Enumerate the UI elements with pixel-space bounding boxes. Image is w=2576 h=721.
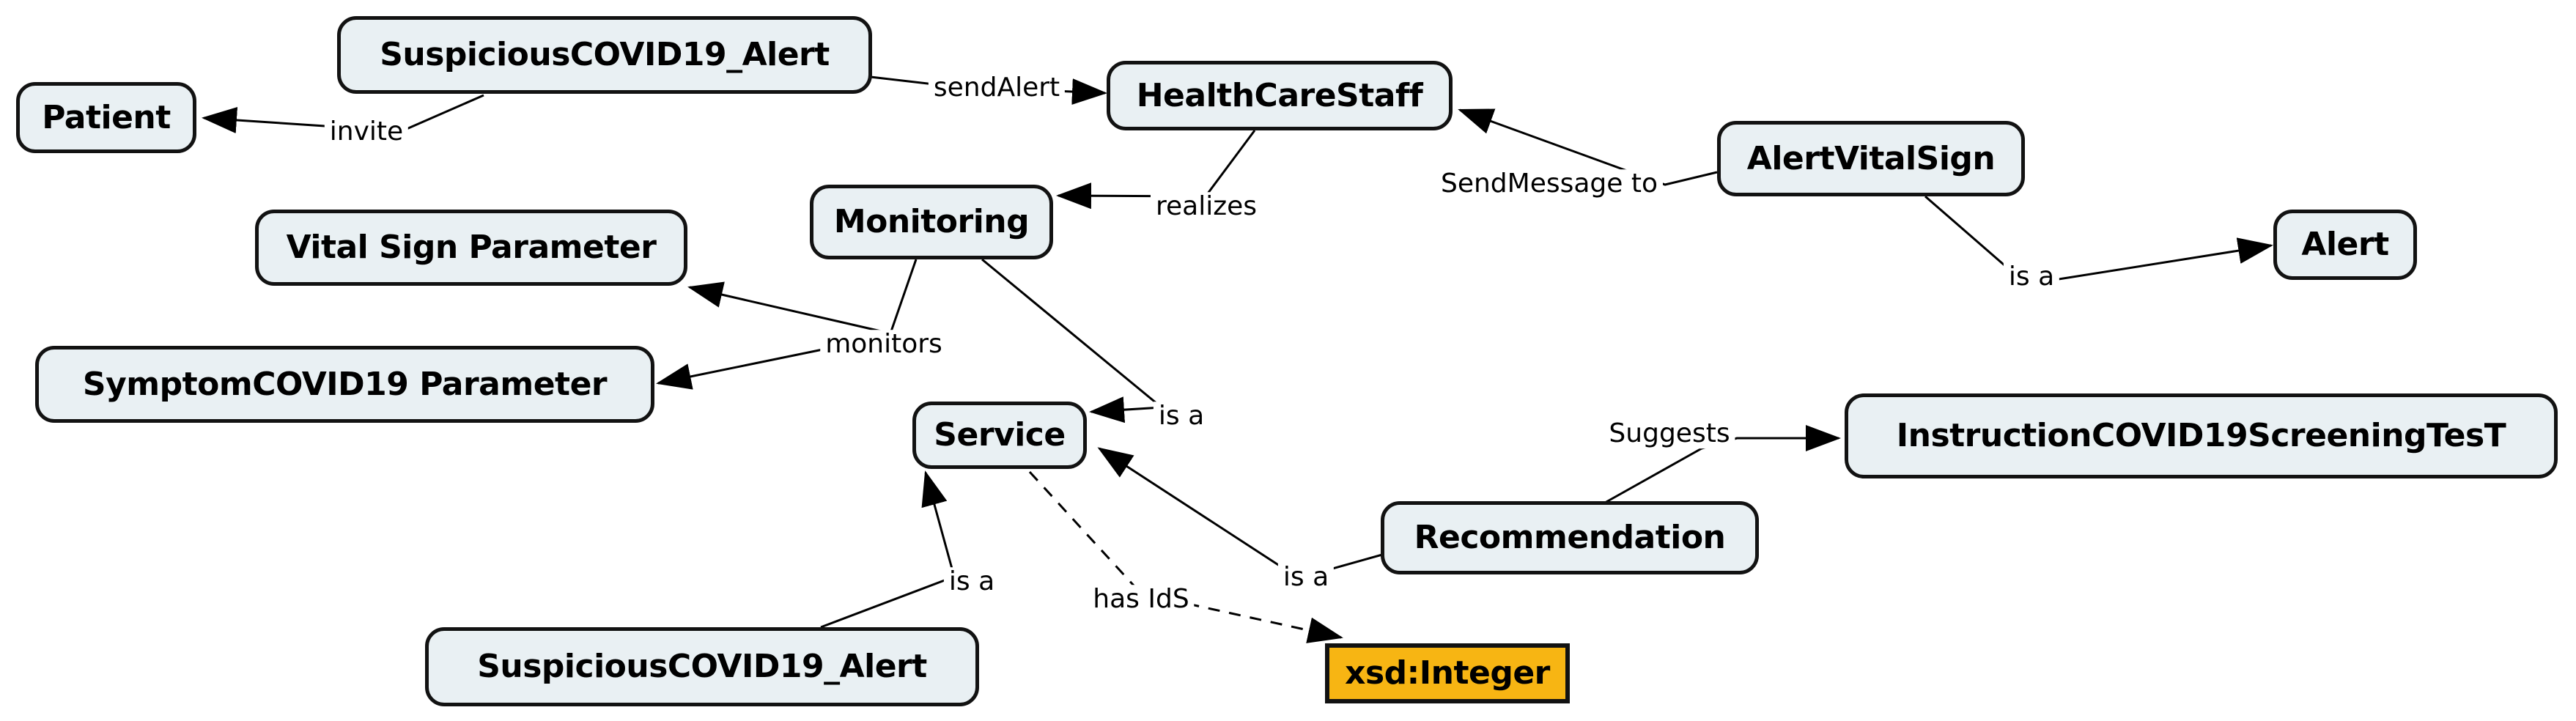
node-label-recommendation: Recommendation xyxy=(1414,519,1726,556)
node-label-xsd-integer: xsd:Integer xyxy=(1345,654,1550,692)
node-label-alertvitalsign: AlertVitalSign xyxy=(1746,139,1996,177)
edge-isa-alertvitalsign-alert xyxy=(1924,195,2273,286)
node-recommendation[interactable]: Recommendation xyxy=(1381,501,1759,574)
edge-isa-suspicious-service xyxy=(820,470,956,629)
edge-realizes xyxy=(1056,130,1256,210)
edge-label-isa-suspicious-service: is a xyxy=(943,567,1000,596)
edge-label-isa-recommendation-service: is a xyxy=(1277,563,1335,592)
edge-label-realizes: realizes xyxy=(1150,192,1263,221)
edge-monitors-stem xyxy=(889,259,918,334)
node-suspiciouscovid19-alert-bottom[interactable]: SuspiciousCOVID19_Alert xyxy=(425,627,979,706)
node-suspiciouscovid19-alert-top[interactable]: SuspiciousCOVID19_Alert xyxy=(337,16,872,94)
node-instructioncovid19screeningtest[interactable]: InstructionCOVID19ScreeningTesT xyxy=(1845,393,2558,478)
edge-label-sendalert: sendAlert xyxy=(928,73,1066,103)
node-label-suspiciouscovid19-alert-top: SuspiciousCOVID19_Alert xyxy=(380,36,830,73)
node-label-vital-sign-parameter: Vital Sign Parameter xyxy=(286,229,657,266)
node-label-service: Service xyxy=(934,416,1066,454)
node-patient[interactable]: Patient xyxy=(16,82,196,153)
node-healthcarestaff[interactable]: HealthCareStaff xyxy=(1107,61,1453,130)
node-vital-sign-parameter[interactable]: Vital Sign Parameter xyxy=(255,210,687,286)
edge-monitors-vitalsign xyxy=(687,281,891,335)
node-service[interactable]: Service xyxy=(912,402,1087,469)
edge-has-ids xyxy=(1028,470,1343,643)
node-alertvitalsign[interactable]: AlertVitalSign xyxy=(1717,121,2025,196)
edge-label-isa-alertvitalsign-alert: is a xyxy=(2003,262,2060,292)
edge-label-suggests: Suggests xyxy=(1603,419,1735,448)
edge-label-isa-monitoring-service: is a xyxy=(1153,402,1210,431)
edge-label-invite: invite xyxy=(324,117,409,147)
node-label-monitoring: Monitoring xyxy=(833,203,1030,240)
node-symptomcovid19-parameter[interactable]: SymptomCOVID19 Parameter xyxy=(35,346,654,423)
edge-isa-recommendation-service xyxy=(1097,447,1383,580)
node-xsd-integer[interactable]: xsd:Integer xyxy=(1325,643,1570,703)
node-monitoring[interactable]: Monitoring xyxy=(810,185,1053,259)
edge-label-has-ids: has IdS xyxy=(1088,585,1195,614)
node-label-alert: Alert xyxy=(2301,226,2389,263)
edge-isa-monitoring-service xyxy=(981,258,1165,424)
node-label-instructioncovid19screeningtest: InstructionCOVID19ScreeningTesT xyxy=(1896,417,2506,454)
node-label-symptomcovid19-parameter: SymptomCOVID19 Parameter xyxy=(82,365,608,403)
edge-label-monitors-vitalsign: monitors xyxy=(820,330,948,359)
node-alert[interactable]: Alert xyxy=(2273,210,2417,280)
edge-sendmessage-to xyxy=(1458,108,1718,186)
node-label-patient: Patient xyxy=(42,98,171,136)
edge-label-sendmessage-to: SendMessage to xyxy=(1435,169,1664,199)
node-label-suspiciouscovid19-alert-bottom: SuspiciousCOVID19_Alert xyxy=(477,648,927,685)
node-label-healthcarestaff: HealthCareStaff xyxy=(1136,76,1423,114)
